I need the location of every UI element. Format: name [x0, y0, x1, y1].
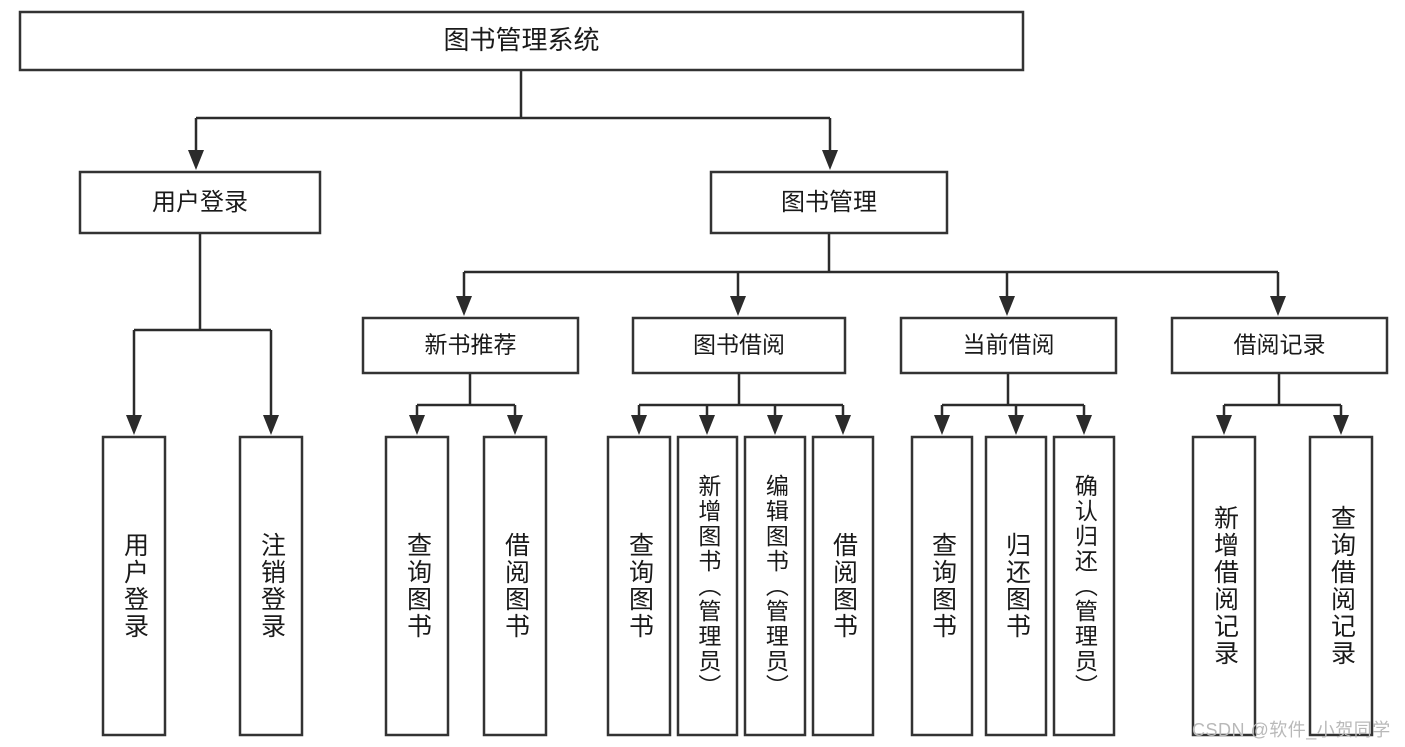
group-1-drop-0-arrow-icon — [631, 415, 647, 435]
group-1-drop-3-arrow-icon — [835, 415, 851, 435]
root-drop-1-arrow-icon — [822, 150, 838, 170]
node-leaf-2-rect[interactable] — [384, 435, 450, 737]
manage-drop-2-arrow-icon — [999, 296, 1015, 316]
manage-drop-1-arrow-icon — [730, 296, 746, 316]
csdn-watermark: CSDN @软件_小贺同学 — [1192, 720, 1391, 740]
node-level1-1-label: 图书管理 — [781, 189, 877, 216]
node-leaf-9-rect[interactable] — [984, 435, 1048, 737]
node-level2-3-label: 借阅记录 — [1234, 332, 1326, 358]
node-level2-0-label: 新书推荐 — [425, 332, 517, 358]
node-level2-1[interactable]: 图书借阅 — [631, 316, 847, 375]
node-leaf-6-rect[interactable] — [743, 435, 807, 737]
node-leaf-12-rect[interactable] — [1308, 435, 1374, 737]
node-leaf-3-rect[interactable] — [482, 435, 548, 737]
root-drop-0-arrow-icon — [188, 150, 204, 170]
group-2-drop-1-arrow-icon — [1008, 415, 1024, 435]
group-3-drop-0-arrow-icon — [1216, 415, 1232, 435]
node-leaf-7-rect[interactable] — [811, 435, 875, 737]
connector-lines — [126, 70, 1349, 435]
login-drop-0-arrow-icon — [126, 415, 142, 435]
node-leaf-0-rect[interactable] — [101, 435, 167, 737]
node-leaf-8-rect[interactable] — [910, 435, 974, 737]
node-level2-1-label: 图书借阅 — [693, 332, 785, 358]
node-level2-3-rect[interactable] — [1170, 316, 1389, 375]
node-level2-2-label: 当前借阅 — [963, 332, 1055, 358]
node-level2-0[interactable]: 新书推荐 — [361, 316, 580, 375]
node-level2-1-rect[interactable] — [631, 316, 847, 375]
node-level2-2-rect[interactable] — [899, 316, 1118, 375]
node-leaf-5-rect[interactable] — [676, 435, 739, 737]
manage-drop-0-arrow-icon — [456, 296, 472, 316]
node-level1-0-rect[interactable] — [78, 170, 322, 235]
group-1-drop-2-arrow-icon — [767, 415, 783, 435]
node-leaf-1-rect[interactable] — [238, 435, 304, 737]
group-2-drop-2-arrow-icon — [1076, 415, 1092, 435]
manage-drop-3-arrow-icon — [1270, 296, 1286, 316]
node-leaf-4-rect[interactable] — [606, 435, 672, 737]
group-0-drop-0-arrow-icon — [409, 415, 425, 435]
login-drop-1-arrow-icon — [263, 415, 279, 435]
node-leaf-11-rect[interactable] — [1191, 435, 1257, 737]
node-root[interactable]: 图书管理系统 — [18, 10, 1025, 72]
group-3-drop-1-arrow-icon — [1333, 415, 1349, 435]
node-level2-0-rect[interactable] — [361, 316, 580, 375]
group-0-drop-1-arrow-icon — [507, 415, 523, 435]
node-root-label: 图书管理系统 — [443, 25, 599, 55]
node-level1-0[interactable]: 用户登录 — [78, 170, 322, 235]
group-2-drop-0-arrow-icon — [934, 415, 950, 435]
node-leaf-10-rect[interactable] — [1052, 435, 1116, 737]
node-level2-3[interactable]: 借阅记录 — [1170, 316, 1389, 375]
node-root-rect[interactable] — [18, 10, 1025, 72]
node-level1-0-label: 用户登录 — [152, 189, 248, 216]
node-level2-2[interactable]: 当前借阅 — [899, 316, 1118, 375]
group-1-drop-1-arrow-icon — [699, 415, 715, 435]
node-level1-1[interactable]: 图书管理 — [709, 170, 949, 235]
node-level1-1-rect[interactable] — [709, 170, 949, 235]
